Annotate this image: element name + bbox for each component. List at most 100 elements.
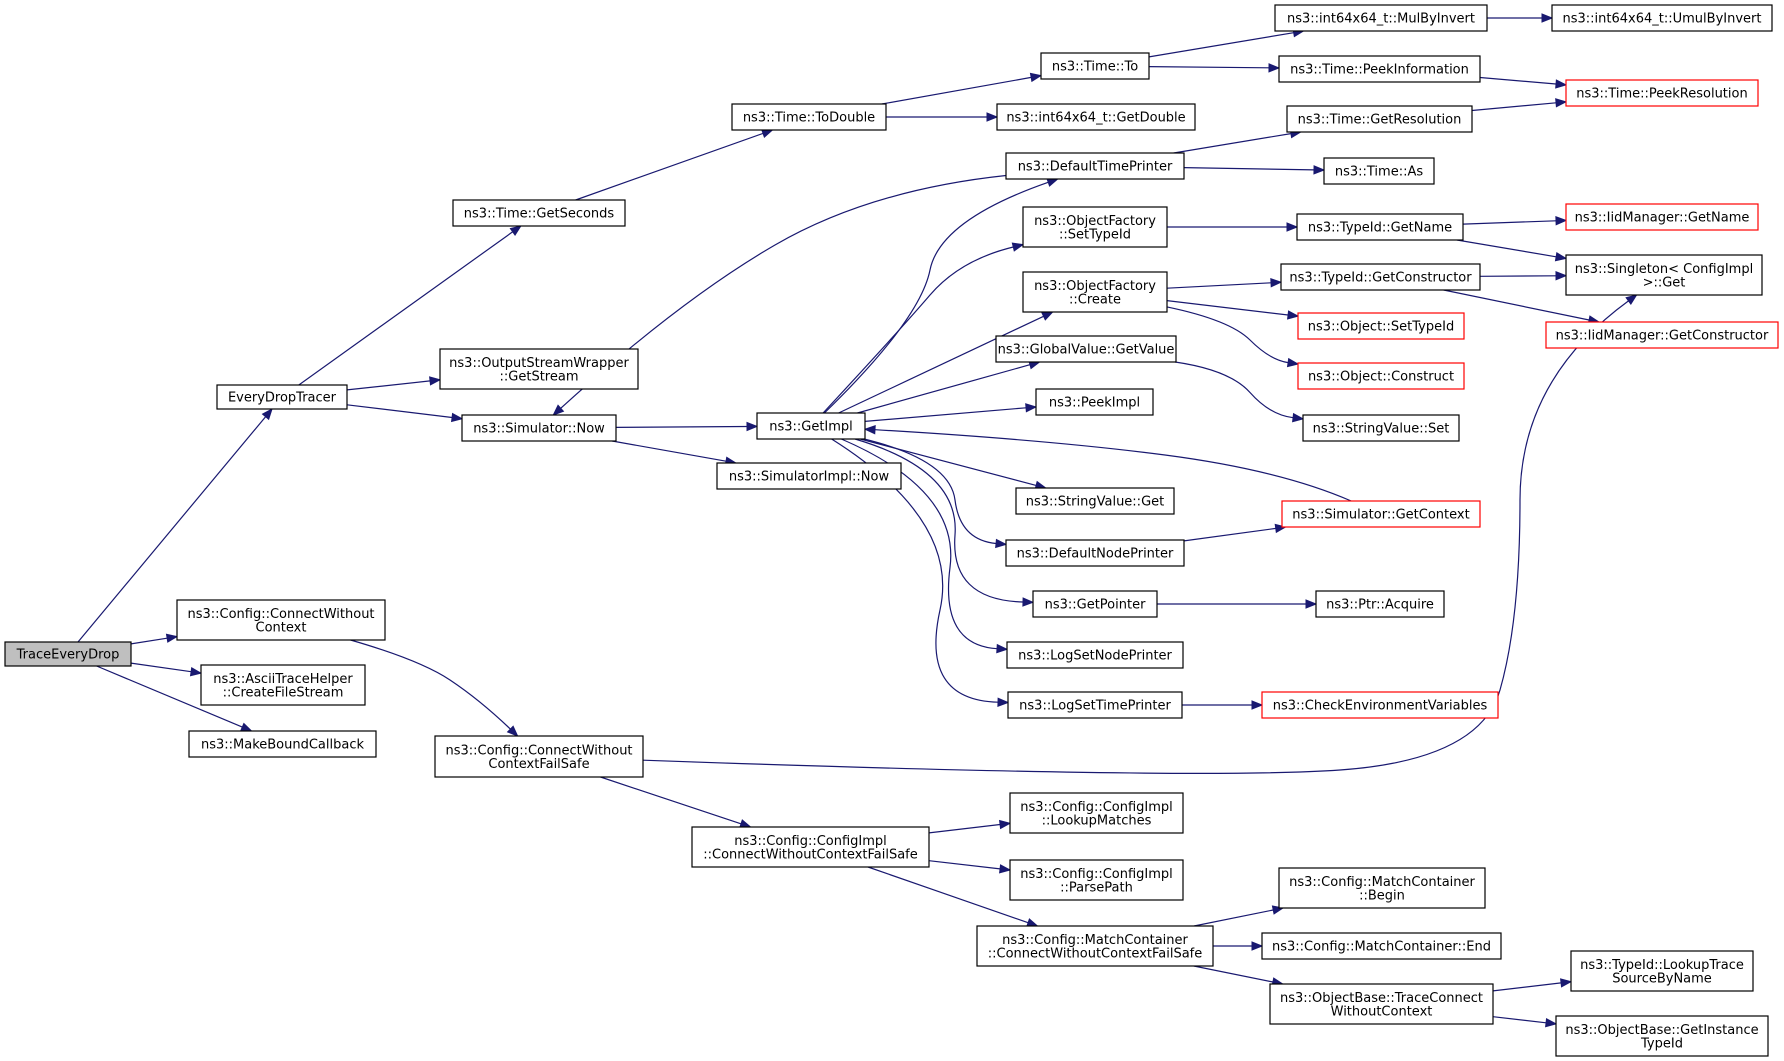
node-box <box>1323 157 1435 185</box>
node-time-get-resolution[interactable]: ns3::Time::GetResolution <box>1286 105 1473 133</box>
edge-line <box>1479 76 1557 85</box>
node-box <box>200 664 366 706</box>
node-label: ContextFailSafe <box>488 757 589 772</box>
node-label: ns3::Config::ConnectWithout <box>187 607 374 622</box>
edge-line <box>77 416 267 643</box>
node-box <box>461 414 617 442</box>
node-box <box>439 348 639 390</box>
node-singleton-get[interactable]: ns3::Singleton< ConfigImpl>::Get <box>1565 254 1763 296</box>
arrowhead-icon <box>1555 271 1568 281</box>
node-match-container-begin[interactable]: ns3::Config::MatchContainer::Begin <box>1278 867 1486 909</box>
node-log-set-node-printer[interactable]: ns3::LogSetNodePrinter <box>1006 641 1184 669</box>
node-object-factory-create[interactable]: ns3::ObjectFactory::Create <box>1022 271 1168 313</box>
node-default-node-printer[interactable]: ns3::DefaultNodePrinter <box>1005 539 1185 567</box>
node-int64-umul-by-invert[interactable]: ns3::int64x64_t::UmulByInvert <box>1551 4 1773 32</box>
arrowhead-icon <box>1286 222 1299 232</box>
node-string-value-set[interactable]: ns3::StringValue::Set <box>1302 414 1460 442</box>
node-check-environment-variables[interactable]: ns3::CheckEnvironmentVariables <box>1261 691 1499 719</box>
node-make-bound-callback[interactable]: ns3::MakeBoundCallback <box>188 730 377 758</box>
node-label: TraceEveryDrop <box>16 648 120 663</box>
node-object-set-type-id[interactable]: ns3::Object::SetTypeId <box>1297 312 1465 340</box>
edge-line <box>857 364 1031 414</box>
edge-line <box>1456 239 1557 258</box>
call-edge-global_value_get_value-to-string_value_set <box>1175 361 1305 423</box>
node-get-impl[interactable]: ns3::GetImpl <box>756 412 866 440</box>
node-time-as[interactable]: ns3::Time::As <box>1323 157 1435 185</box>
node-ptr-acquire[interactable]: ns3::Ptr::Acquire <box>1315 590 1445 618</box>
node-label: ns3::Object::SetTypeId <box>1308 320 1454 335</box>
node-match-container-connect-failsafe[interactable]: ns3::Config::MatchContainer::ConnectWith… <box>976 925 1214 967</box>
edge-line <box>863 438 997 545</box>
node-label: ns3::OutputStreamWrapper <box>449 356 629 371</box>
node-object-factory-set-type-id[interactable]: ns3::ObjectFactory::SetTypeId <box>1022 206 1168 248</box>
edge-line <box>611 440 727 462</box>
node-simulator-impl-now[interactable]: ns3::SimulatorImpl::Now <box>716 462 902 490</box>
edge-line <box>1462 220 1557 225</box>
node-typeid-get-name[interactable]: ns3::TypeId::GetName <box>1296 213 1464 241</box>
arrowhead-icon <box>995 538 1008 549</box>
node-string-value-get[interactable]: ns3::StringValue::Get <box>1015 487 1175 515</box>
node-object-base-trace-connect[interactable]: ns3::ObjectBase::TraceConnectWithoutCont… <box>1269 983 1494 1025</box>
arrowhead-icon <box>506 725 519 737</box>
edge-line <box>615 425 748 428</box>
node-simulator-get-context[interactable]: ns3::Simulator::GetContext <box>1281 500 1481 528</box>
node-int64-get-double[interactable]: ns3::int64x64_t::GetDouble <box>996 103 1196 131</box>
node-typeid-get-constructor[interactable]: ns3::TypeId::GetConstructor <box>1280 263 1481 291</box>
node-simulator-now[interactable]: ns3::Simulator::Now <box>461 414 617 442</box>
edge-line <box>350 639 511 730</box>
call-edge-config_connect_without_context-to-config_connect_without_context_failsafe <box>350 639 519 737</box>
arrowhead-icon <box>863 425 876 435</box>
node-trace-every-drop[interactable]: TraceEveryDrop <box>4 641 132 667</box>
node-config-impl-lookup-matches[interactable]: ns3::Config::ConfigImpl::LookupMatches <box>1009 792 1184 834</box>
node-match-container-end[interactable]: ns3::Config::MatchContainer::End <box>1261 932 1502 960</box>
node-label: ns3::Config::ConfigImpl <box>734 834 887 849</box>
node-label: Context <box>256 620 307 635</box>
node-ascii-trace-helper-create-file-stream[interactable]: ns3::AsciiTraceHelper::CreateFileStream <box>200 664 366 706</box>
node-box <box>976 925 1214 967</box>
node-time-get-seconds[interactable]: ns3::Time::GetSeconds <box>452 199 626 227</box>
node-get-pointer[interactable]: ns3::GetPointer <box>1032 590 1158 618</box>
call-edge-get_impl-to-get_pointer <box>854 438 1035 607</box>
edge-line <box>928 823 1001 834</box>
node-time-peek-information[interactable]: ns3::Time::PeekInformation <box>1278 55 1481 83</box>
node-label: ns3::TypeId::LookupTrace <box>1580 958 1744 973</box>
call-edge-trace_every_drop-to-every_drop_tracer <box>77 407 273 643</box>
edge-line <box>560 174 1007 409</box>
node-iid-manager-get-name[interactable]: ns3::IidManager::GetName <box>1565 203 1759 231</box>
edge-line <box>864 407 1027 422</box>
node-config-connect-without-context-failsafe[interactable]: ns3::Config::ConnectWithoutContextFailSa… <box>434 735 644 778</box>
node-default-time-printer[interactable]: ns3::DefaultTimePrinter <box>1005 152 1185 180</box>
node-time-to-double[interactable]: ns3::Time::ToDouble <box>731 103 887 131</box>
node-box <box>1565 203 1759 231</box>
node-box <box>1551 4 1773 32</box>
node-label: ns3::Config::MatchContainer <box>1289 875 1475 890</box>
node-label: ::Begin <box>1359 888 1405 903</box>
node-config-impl-parse-path[interactable]: ns3::Config::ConfigImpl::ParsePath <box>1009 859 1184 901</box>
node-every-drop-tracer[interactable]: EveryDropTracer <box>216 384 348 410</box>
node-config-connect-without-context[interactable]: ns3::Config::ConnectWithoutContext <box>176 599 386 641</box>
edge-line <box>575 132 764 201</box>
edge-line <box>1443 289 1590 321</box>
node-object-construct[interactable]: ns3::Object::Construct <box>1297 362 1465 390</box>
call-edge-typeid_get_name-to-iid_manager_get_name <box>1462 216 1568 226</box>
node-int64-mul-by-invert[interactable]: ns3::int64x64_t::MulByInvert <box>1274 4 1488 32</box>
node-box <box>1261 932 1502 960</box>
call-edge-simulator_now-to-get_impl <box>615 421 759 432</box>
call-edge-get_impl-to-peek_impl <box>864 403 1038 422</box>
node-label: ns3::Time::GetResolution <box>1298 113 1462 128</box>
node-box <box>1005 539 1185 567</box>
node-peek-impl[interactable]: ns3::PeekImpl <box>1035 388 1154 416</box>
node-label: ns3::Simulator::GetContext <box>1292 508 1469 523</box>
node-iid-manager-get-constructor[interactable]: ns3::IidManager::GetConstructor <box>1545 321 1779 349</box>
node-global-value-get-value[interactable]: ns3::GlobalValue::GetValue <box>995 335 1177 363</box>
node-config-impl-connect-failsafe[interactable]: ns3::Config::ConfigImpl::ConnectWithoutC… <box>691 826 930 868</box>
node-log-set-time-printer[interactable]: ns3::LogSetTimePrinter <box>1007 691 1183 719</box>
edge-line <box>838 315 1044 414</box>
edge-line <box>823 181 1049 414</box>
node-time-to[interactable]: ns3::Time::To <box>1040 52 1150 80</box>
node-time-peek-resolution[interactable]: ns3::Time::PeekResolution <box>1565 79 1759 107</box>
node-box <box>1009 792 1184 834</box>
node-output-stream-wrapper[interactable]: ns3::OutputStreamWrapper::GetStream <box>439 348 639 390</box>
